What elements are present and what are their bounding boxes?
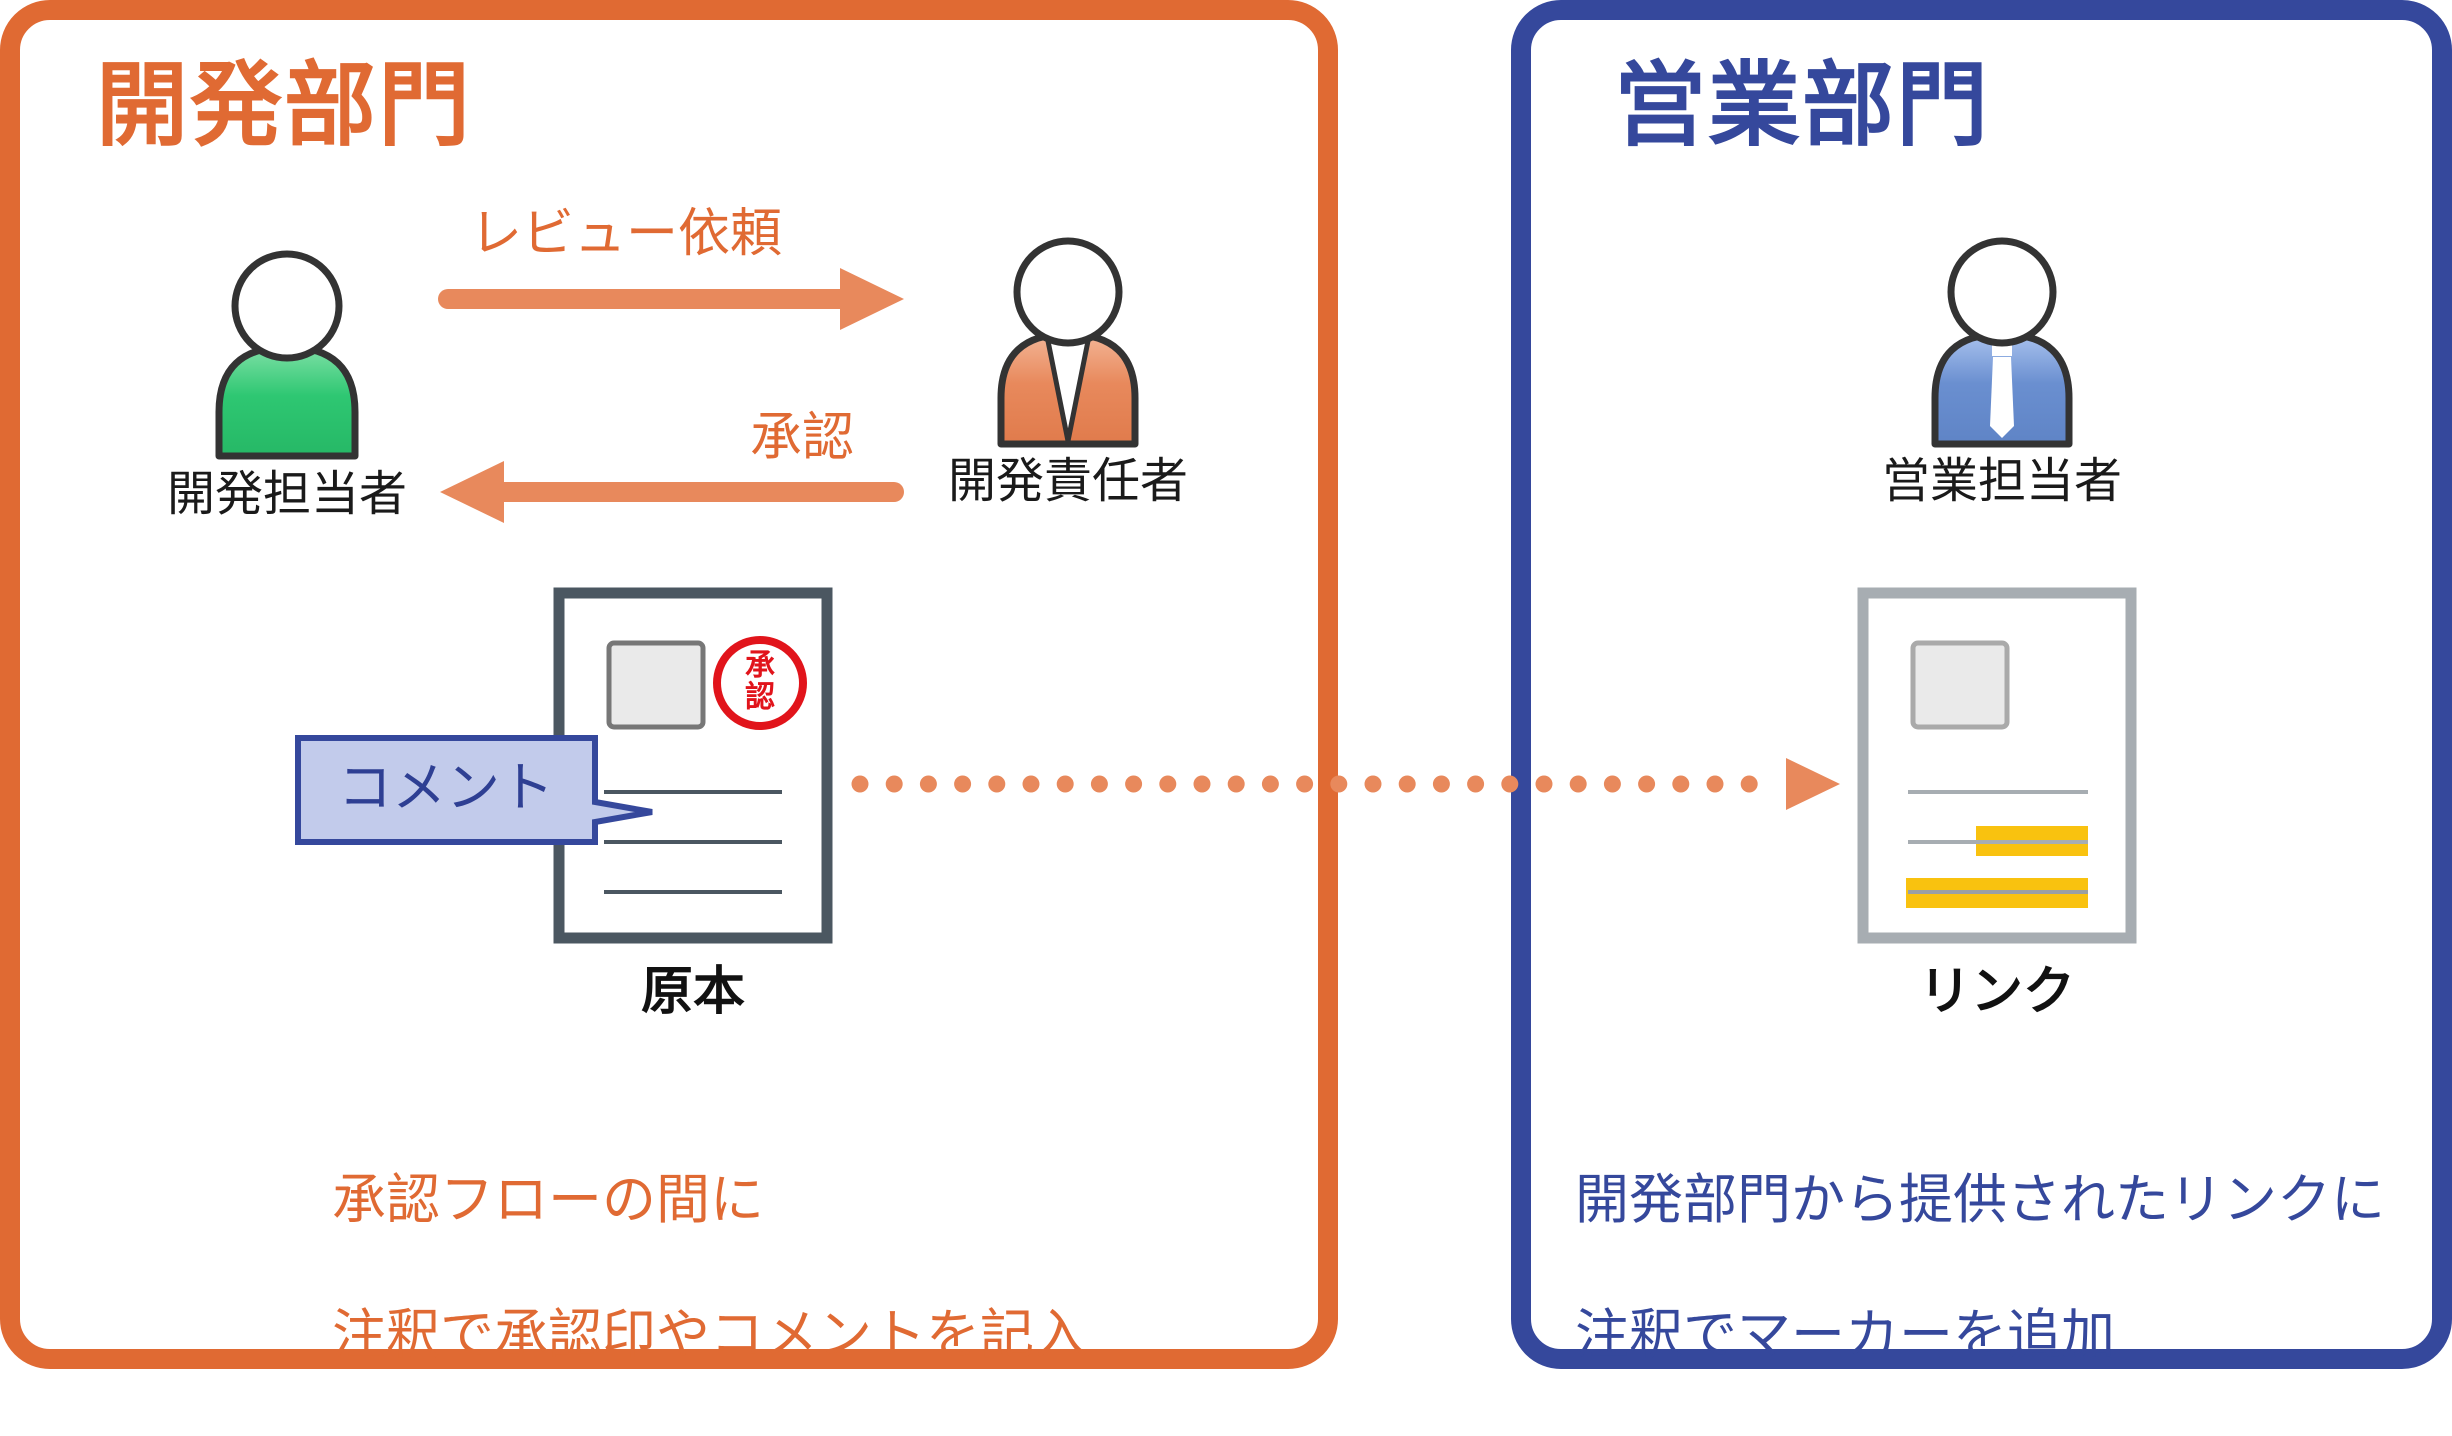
- dev-manager-label: 開発責任者: [947, 453, 1188, 509]
- review-request-label: レビュー依頼: [470, 204, 783, 264]
- dev-description-line-1: 承認フローの間に: [332, 1167, 764, 1231]
- dev-manager-person-icon: [997, 237, 1139, 448]
- approval-stamp: [713, 636, 807, 730]
- dev-description: 承認フローの間に 注釈で承認印やコメントを記入: [332, 1098, 1088, 1436]
- sales-description-line-1: 開発部門から提供されたリンクに: [1575, 1167, 2385, 1231]
- dev-staff-person-icon: [215, 250, 359, 460]
- sales-description: 開発部門から提供されたリンクに 注釈でマーカーを追加: [1575, 1098, 2385, 1436]
- dev-section-title: 開発部門: [96, 52, 473, 159]
- sales-section-title: 営業部門: [1614, 52, 1991, 159]
- dev-staff-label: 開発担当者: [166, 466, 407, 522]
- sales-staff-label: 営業担当者: [1881, 453, 2122, 509]
- comment-label: コメント: [338, 756, 554, 819]
- dev-description-line-2: 注釈で承認印やコメントを記入: [332, 1302, 1088, 1366]
- original-document-label: 原本: [640, 962, 745, 1022]
- sales-staff-person-icon: [1931, 237, 2073, 448]
- link-dotted-arrow: [851, 758, 1840, 810]
- approval-label: 承認: [750, 408, 855, 468]
- sales-description-line-2: 注釈でマーカーを追加: [1575, 1302, 2115, 1366]
- review-request-arrow: [438, 268, 904, 330]
- linked-document-icon: [1857, 587, 2137, 944]
- approval-stamp-text: 承 認: [730, 650, 790, 713]
- approval-arrow: [440, 461, 904, 523]
- diagram-graphics: [0, 0, 2452, 1369]
- stamp-top-char: 承: [745, 648, 775, 683]
- linked-document-label: リンク: [1918, 962, 2075, 1022]
- comment-callout: [295, 735, 653, 845]
- stamp-bottom-char: 認: [745, 679, 775, 715]
- diagram-canvas: 開発部門 営業部門 レビュー依頼 承認 開発担当者 開発責任者 営業担当者 承 …: [0, 0, 2452, 1369]
